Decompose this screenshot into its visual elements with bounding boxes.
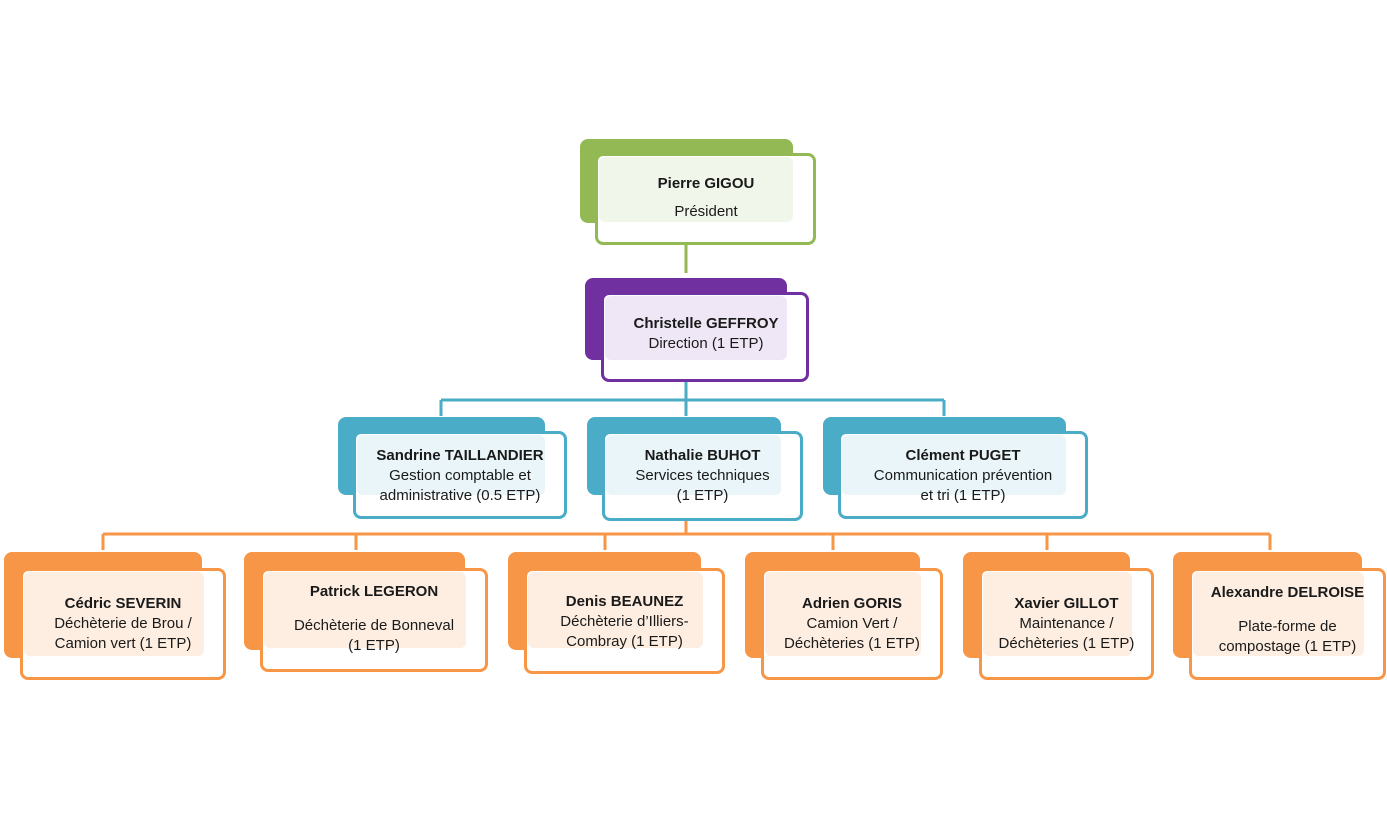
- agent-name: Adrien GORIS: [801, 595, 902, 612]
- agent-role: Déchèterie de Bonneval (1 ETP): [293, 617, 455, 654]
- president-name: Pierre GIGOU: [657, 175, 755, 192]
- president-role: Président: [674, 203, 738, 220]
- agent-role: Déchèterie de Brou / Camion vert (1 ETP): [54, 615, 192, 652]
- manager-name: Sandrine TAILLANDIER: [376, 447, 544, 464]
- agent-name: Cédric SEVERIN: [64, 595, 182, 612]
- direction-role: Direction (1 ETP): [648, 335, 764, 352]
- manager-role: Gestion comptable et administrative (0.5…: [379, 467, 541, 504]
- agent-role: Plate-forme de compostage (1 ETP): [1218, 618, 1357, 655]
- agent-role: Camion Vert / Déchèteries (1 ETP): [784, 615, 920, 652]
- manager-role: Communication prévention et tri (1 ETP): [873, 467, 1053, 504]
- direction-name: Christelle GEFFROY: [633, 315, 779, 332]
- agent-role: Maintenance / Déchèteries (1 ETP): [998, 615, 1135, 652]
- manager-role: Services techniques (1 ETP): [635, 467, 770, 504]
- agent-role: Déchèterie d’Illiers- Combray (1 ETP): [560, 613, 689, 650]
- agent-name: Xavier GILLOT: [1014, 595, 1119, 612]
- agent-name: Patrick LEGERON: [309, 583, 439, 600]
- agent-name: Alexandre DELROISE: [1210, 584, 1365, 601]
- manager-name: Clément PUGET: [905, 447, 1021, 464]
- manager-name: Nathalie BUHOT: [644, 447, 761, 464]
- agent-name: Denis BEAUNEZ: [565, 593, 684, 610]
